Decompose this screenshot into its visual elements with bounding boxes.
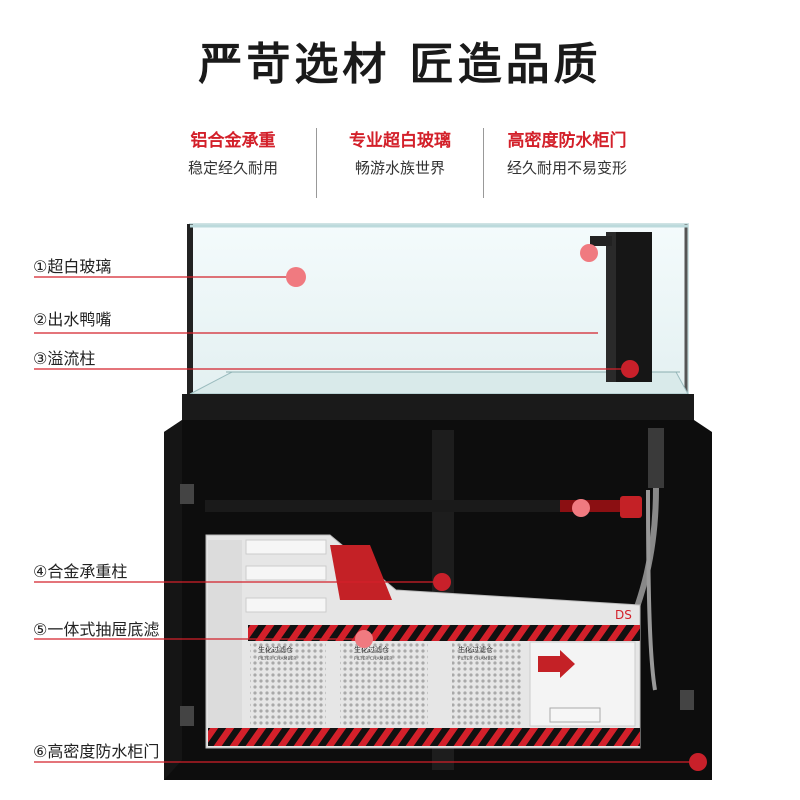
page-headline: 严苛选材 匠造品质 [198,39,602,90]
feature-subtitle: 稳定经久耐用 [187,159,278,177]
overflow-column [590,232,652,382]
feature-title: 专业超白玻璃 [349,131,451,151]
chamber-label-en: FILTER CHAMBER [354,656,393,662]
callout-door: ⑥高密度防水柜门 [33,742,160,761]
callout-spout: ②出水鸭嘴 [33,310,112,329]
filter-chamber [452,642,522,726]
sump-brand-tag: DS [615,608,632,622]
callout-lines [34,276,698,763]
chamber-label-en: FILTER CHAMBER [258,656,297,662]
marker-glass [286,267,306,287]
filter-chamber [340,642,428,726]
callout-drawer: ⑤一体式抽屉底滤 [33,620,160,639]
callout-glass: ①超白玻璃 [33,257,112,276]
feature-title: 高密度防水柜门 [507,131,627,151]
feature-door: 高密度防水柜门 经久耐用不易变形 [483,128,650,198]
chamber-label: 生化过滤仓 [354,645,389,654]
marker-valve [572,499,590,517]
feature-subtitle: 经久耐用不易变形 [506,159,627,177]
hinge-icon [680,690,694,710]
feature-title: 铝合金承重 [190,131,276,151]
feature-row: 铝合金承重 稳定经久耐用 专业超白玻璃 畅游水族世界 高密度防水柜门 经久耐用不… [150,128,650,198]
marker-pillar [433,573,451,591]
sump-drawer: DS 生化过滤仓 生化过滤仓 生化过滤仓 FILTER CHAMBER FILT… [205,534,641,749]
filter-chamber [250,642,326,726]
hinge-icon [180,484,194,504]
callout-markers [286,244,707,771]
chamber-label-en: FILTER CHAMBER [458,656,497,662]
marker-drawer [355,630,373,648]
marker-overflow [621,360,639,378]
cabinet-top [182,394,694,420]
marker-spout [580,244,598,262]
callout-pillar: ④合金承重柱 [33,562,128,581]
feature-aluminum: 铝合金承重 稳定经久耐用 [150,128,316,198]
chamber-label: 生化过滤仓 [258,645,293,654]
feature-glass: 专业超白玻璃 畅游水族世界 [316,128,483,198]
marker-door [689,753,707,771]
arrow-icon [538,650,575,678]
chamber-label: 生化过滤仓 [458,645,493,654]
callout-overflow: ③溢流柱 [33,349,96,368]
feature-subtitle: 畅游水族世界 [354,159,445,177]
hinge-icon [180,706,194,726]
